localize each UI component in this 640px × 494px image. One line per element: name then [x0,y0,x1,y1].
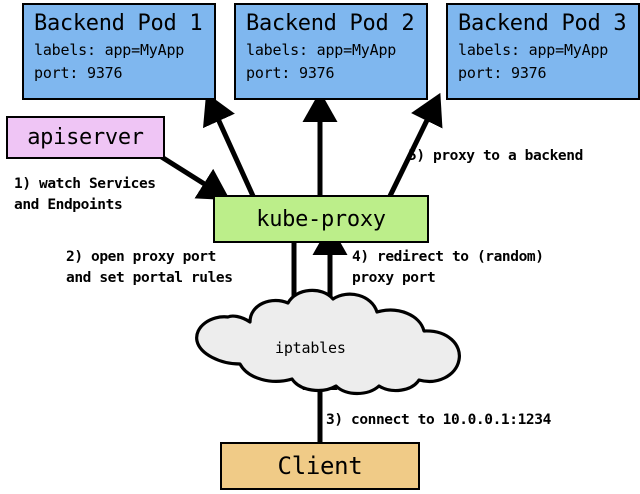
kube-proxy-label: kube-proxy [256,206,386,232]
pod-1-port: port: 9376 [34,64,123,82]
pod-3-port: port: 9376 [458,64,547,82]
step-4-line-2: proxy port [352,270,436,286]
step-1-line-1: 1) watch Services [14,176,156,192]
backend-pod-3-box: Backend Pod 3 labels: app=MyApp port: 93… [446,3,640,100]
step-4-line-1: 4) redirect to (random) [352,249,544,265]
pod-3-title: Backend Pod 3 [458,11,627,36]
backend-pod-1-box: Backend Pod 1 labels: app=MyApp port: 93… [22,3,216,100]
step-2-line-2: and set portal rules [66,270,233,286]
step-1-label: 1) watch Services and Endpoints [14,174,156,216]
step-3-label: 3) connect to 10.0.0.1:1234 [326,410,551,431]
pod-2-labels: labels: app=MyApp [246,41,397,59]
pod-1-labels: labels: app=MyApp [34,41,185,59]
pod-3-labels: labels: app=MyApp [458,41,609,59]
client-label: Client [277,452,363,480]
backend-pod-2-box: Backend Pod 2 labels: app=MyApp port: 93… [234,3,428,100]
step-2-label: 2) open proxy port and set portal rules [66,247,233,289]
pod-1-title: Backend Pod 1 [34,11,203,36]
step-1-line-2: and Endpoints [14,197,123,213]
step-3-line-1: 3) connect to 10.0.0.1:1234 [326,412,551,428]
arrow-apiserver-to-kubeproxy [158,153,231,201]
kube-proxy-box: kube-proxy [213,195,429,243]
apiserver-box: apiserver [6,116,165,159]
arrow-kubeproxy-to-pod3 [387,92,443,198]
pod-2-title: Backend Pod 2 [246,11,415,36]
client-box: Client [220,442,420,490]
step-2-line-1: 2) open proxy port [66,249,216,265]
arrow-kubeproxy-to-pod1 [203,92,256,198]
apiserver-label: apiserver [27,125,144,150]
step-4-label: 4) redirect to (random) proxy port [352,247,544,289]
pod-2-port: port: 9376 [246,64,335,82]
iptables-label: iptables [275,339,346,357]
step-5-label: 5) proxy to a backend [408,146,583,167]
step-5-line-1: 5) proxy to a backend [408,148,583,164]
